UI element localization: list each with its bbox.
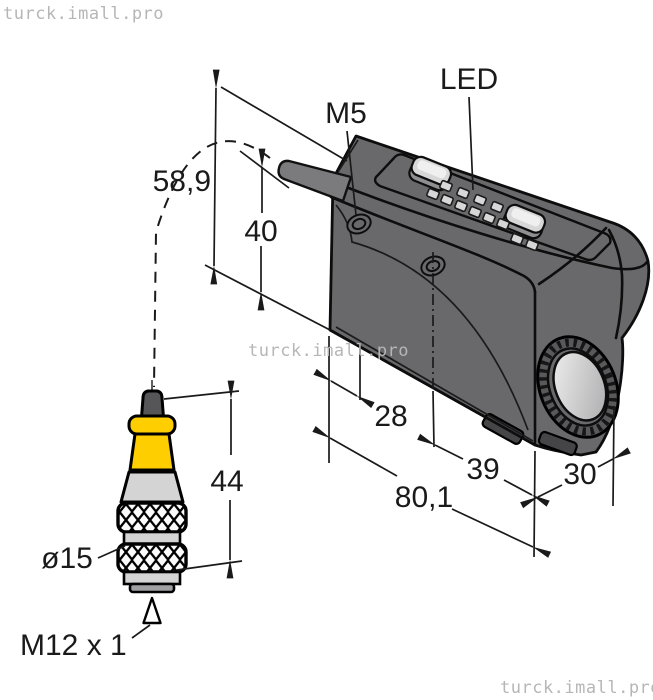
lower-ridge [329,195,537,294]
led-indicator [473,193,487,207]
watermarks: turck.imall.pro turck.imall.pro turck.im… [3,4,653,698]
dimension-80-1: 80,1 [312,425,552,558]
leader-line [97,545,126,559]
lens-face-top-edge [537,226,608,286]
led-indicator [439,179,453,193]
extension-line [432,390,435,448]
connector-boot [128,432,176,472]
leader-line [346,130,357,216]
led-panel-outline [373,153,612,262]
led-indicator [490,200,504,214]
led-indicator-array [426,179,539,252]
m5-screw-hole [346,213,372,235]
m5-screw-hole [420,255,446,277]
dim-overall-length-label: 80,1 [395,481,453,514]
dimension-58-9: 58,9 [153,69,220,285]
dimension-annotations: 58,9 40 44 28 80,1 39 30 [20,63,631,662]
led-indicator [440,193,454,207]
teach-button-right [502,203,547,240]
connector-band [122,530,182,546]
connector-boot-collar [127,414,177,436]
extension-line [533,450,536,558]
extension-line [163,390,240,400]
top-front-ridge [331,180,649,271]
extension-line [612,405,615,507]
dim-cable-exit-height-label: 40 [244,215,277,248]
led-indicator [510,232,524,246]
leader-line [131,624,151,639]
cable-stub [277,159,353,203]
dimension-44: 44 [210,380,244,579]
label-m5: M5 [325,97,367,216]
extension-line [204,264,331,331]
dim-overall-height-label: 58,9 [153,165,211,198]
open-arrow [142,596,162,625]
dim-connector-length-label: 44 [210,465,243,498]
watermark-bottom-right: turck.imall.pro [500,678,653,698]
lens-knurl-teeth [538,338,618,436]
dimension-28: 28 [313,368,408,433]
watermark-top-left: turck.imall.pro [3,4,164,24]
connector-thread-face [128,582,176,594]
led-indicator [456,186,470,200]
led-indicator [454,199,468,213]
left-chamfer-line [337,139,359,173]
front-face-styling-curve [335,204,529,431]
right-back-edge [607,228,624,340]
extension-line [220,86,348,162]
led-indicator [525,238,539,252]
connector-diameter-label: ø15 [41,542,93,575]
lens-glass [552,350,608,422]
knurl-ring-upper [116,501,188,534]
watermark-center: turck.imall.pro [248,341,409,361]
dimension-39: 39 [417,433,550,507]
dimension-30: 30 [520,447,631,509]
knurl-ring-lower [116,542,188,574]
sensor-housing [277,134,651,457]
led-indicator [426,187,440,201]
m12-thread-label: M12 x 1 [20,629,127,662]
teach-button-left [408,155,453,192]
led-indicator [482,211,496,225]
dim-hole-offset-label: 28 [374,400,407,433]
housing-bottom-chamfer-line [335,326,534,442]
leader-line [468,96,474,191]
extension-line [239,150,290,189]
cable-bend-dashed-line [153,140,271,388]
connector-band-bottom [122,570,182,586]
label-led: LED [440,63,498,191]
sensor-lens [536,335,620,439]
label-diameter-15: ø15 [41,542,126,575]
connector-cone [119,470,185,504]
led-indicator [468,205,482,219]
dim-hole-to-front-label: 39 [466,453,499,486]
dim-housing-depth-label: 30 [563,458,596,491]
led-indicator [496,217,510,231]
label-m12-thread: M12 x 1 [20,596,162,662]
mounting-foot [537,430,578,457]
m5-thread-label: M5 [325,97,367,130]
dimension-40: 40 [244,148,278,311]
led-label: LED [440,63,498,96]
m12-connector [116,380,188,594]
